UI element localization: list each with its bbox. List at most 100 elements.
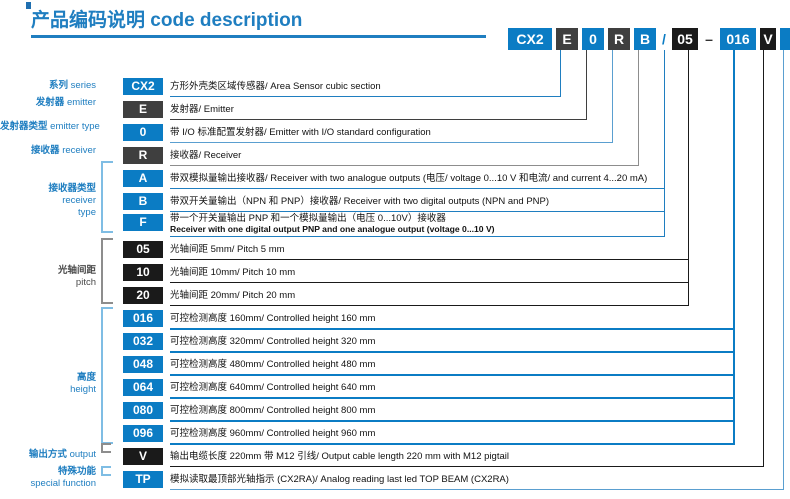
row-description-line1: 接收器/ Receiver: [170, 150, 242, 161]
row-description: 接收器/ Receiver: [170, 150, 241, 161]
code-box-0: 0: [582, 28, 604, 50]
row-underline: [170, 142, 612, 143]
row-description-line1: 可控检测高度 160mm/ Controlled height 160 mm: [170, 313, 376, 324]
label-en: type: [78, 207, 96, 218]
code-box-v: V: [760, 28, 776, 50]
row-underline: [170, 489, 783, 490]
row-underline: [170, 96, 560, 97]
row-underline: [170, 236, 664, 237]
row-code-b: B: [123, 193, 163, 210]
row-description: 模拟读取最顶部光轴指示 (CX2RA)/ Analog reading last…: [170, 474, 509, 485]
row-code-tp: TP: [123, 471, 163, 488]
category-label-series: 系列 series: [0, 80, 96, 92]
row-description: 带双模拟量输出接收器/ Receiver with two analogue o…: [170, 173, 647, 184]
row-code-20: 20: [123, 287, 163, 304]
row-description: 可控检测高度 160mm/ Controlled height 160 mm: [170, 313, 375, 324]
code-box-e: E: [556, 28, 578, 50]
row-code-0: 0: [123, 124, 163, 141]
row-underline: [170, 443, 733, 445]
label-en: receiver: [62, 195, 96, 206]
row-code-064: 064: [123, 379, 163, 396]
code-box-cx2: CX2: [508, 28, 552, 50]
label-cn: 接收器类型: [48, 183, 96, 194]
row-description: 带 I/O 标准配置发射器/ Emitter with I/O standard…: [170, 127, 431, 138]
row-code-a: A: [123, 170, 163, 187]
row-description-line1: 发射器/ Emitter: [170, 104, 234, 115]
row-underline: [170, 374, 733, 376]
row-description: 可控检测高度 800mm/ Controlled height 800 mm: [170, 405, 375, 416]
category-label-receiver: 接收器 receiver: [0, 145, 96, 157]
row-description-line1: 带双模拟量输出接收器/ Receiver with two analogue o…: [170, 173, 648, 184]
bracket-pitch: [101, 238, 113, 304]
page-title-en: code description: [150, 10, 303, 31]
row-code-080: 080: [123, 402, 163, 419]
label-en: output: [66, 449, 96, 460]
label-cn: 光轴间距: [57, 265, 96, 276]
row-description-line1: 可控检测高度 960mm/ Controlled height 960 mm: [170, 428, 376, 439]
connector-vertical: [688, 50, 689, 306]
code-box-05: 05: [672, 28, 698, 50]
code-box-b: B: [634, 28, 656, 50]
connector-vertical: [638, 50, 639, 166]
connector-vertical: [560, 50, 561, 97]
row-description: 可控检测高度 480mm/ Controlled height 480 mm: [170, 359, 375, 370]
page-title: 产品编码说明 code description: [31, 9, 302, 33]
row-underline: [170, 165, 638, 166]
label-en: emitter: [64, 97, 96, 108]
label-en: emitter type: [47, 121, 100, 132]
header-dot: [26, 2, 31, 9]
label-en: height: [70, 384, 96, 395]
row-description: 方形外壳类区域传感器/ Area Sensor cubic section: [170, 81, 381, 92]
row-code-v: V: [123, 448, 163, 465]
row-description: 可控检测高度 640mm/ Controlled height 640 mm: [170, 382, 375, 393]
label-en: receiver: [59, 145, 96, 156]
row-code-e: E: [123, 101, 163, 118]
row-description-line2: Receiver with one digital output PNP and…: [170, 224, 495, 234]
row-code-f: F: [123, 214, 163, 231]
row-description: 光轴间距 10mm/ Pitch 10 mm: [170, 267, 295, 278]
header-rule: [31, 35, 486, 38]
connector-vertical: [763, 50, 764, 467]
label-cn: 输出方式: [28, 449, 67, 460]
row-code-016: 016: [123, 310, 163, 327]
row-description-line1: 光轴间距 5mm/ Pitch 5 mm: [170, 244, 285, 255]
code-box-r: R: [608, 28, 630, 50]
row-description-line1: 可控检测高度 320mm/ Controlled height 320 mm: [170, 336, 376, 347]
bracket-output: [101, 443, 111, 453]
row-underline: [170, 420, 733, 422]
row-description-line1: 可控检测高度 480mm/ Controlled height 480 mm: [170, 359, 376, 370]
code-box-empty: [780, 28, 790, 50]
row-description-line1: 可控检测高度 800mm/ Controlled height 800 mm: [170, 405, 376, 416]
connector-vertical: [586, 50, 587, 120]
row-underline: [170, 466, 763, 467]
category-label-output: 输出方式 output: [0, 449, 96, 461]
row-description-line1: 输出电缆长度 220mm 带 M12 引线/ Output cable leng…: [170, 451, 509, 462]
connector-vertical: [664, 50, 665, 237]
row-description-line1: 带 I/O 标准配置发射器/ Emitter with I/O standard…: [170, 127, 431, 138]
row-code-05: 05: [123, 241, 163, 258]
label-en: series: [68, 80, 96, 91]
row-underline: [170, 328, 733, 330]
row-description: 带双开关量输出（NPN 和 PNP）接收器/ Receiver with two…: [170, 196, 549, 207]
label-en: special function: [30, 478, 96, 489]
label-cn: 发射器类型: [0, 121, 48, 132]
category-label-emitter-type: 发射器类型 emitter type: [0, 121, 100, 133]
label-en: pitch: [75, 277, 96, 288]
row-underline: [170, 305, 688, 306]
row-code-cx2: CX2: [123, 78, 163, 95]
row-description: 输出电缆长度 220mm 带 M12 引线/ Output cable leng…: [170, 451, 509, 462]
label-cn: 特殊功能: [57, 466, 96, 477]
row-description: 可控检测高度 960mm/ Controlled height 960 mm: [170, 428, 375, 439]
bracket-receiver-type: [101, 161, 113, 233]
row-description: 发射器/ Emitter: [170, 104, 234, 115]
row-code-048: 048: [123, 356, 163, 373]
label-cn: 发射器: [35, 97, 65, 108]
row-description-line1: 带双开关量输出（NPN 和 PNP）接收器/ Receiver with two…: [170, 196, 550, 207]
bracket-height: [101, 307, 113, 444]
row-underline: [170, 282, 688, 283]
connector-vertical: [612, 50, 613, 143]
